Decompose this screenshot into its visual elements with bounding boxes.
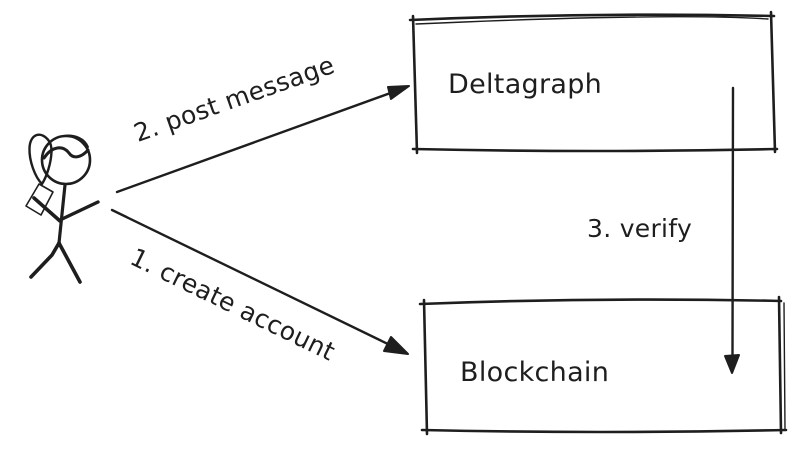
right-leg-line bbox=[57, 241, 82, 284]
arrow-create-account-head bbox=[383, 336, 409, 355]
left-leg-line bbox=[29, 241, 61, 279]
blockchain-box-bottom bbox=[420, 428, 788, 434]
right-arm-line bbox=[58, 200, 100, 222]
arrow-post-message-line bbox=[115, 89, 398, 194]
blockchain-box-top bbox=[418, 298, 783, 306]
arrow-post-message: 2. post message bbox=[115, 50, 410, 194]
deltagraph-node: Deltagraph bbox=[408, 10, 779, 155]
deltagraph-box-right bbox=[769, 10, 777, 154]
arrow-create-account: 1. create account bbox=[110, 208, 409, 366]
ponytail-shape bbox=[28, 133, 53, 186]
blockchain-label: Blockchain bbox=[460, 357, 609, 388]
hair-squiggle bbox=[42, 146, 90, 160]
user-actor-figure bbox=[25, 133, 100, 284]
body-line bbox=[57, 183, 67, 245]
left-arm-line bbox=[32, 196, 62, 223]
deltagraph-box-bottom bbox=[411, 147, 779, 153]
arrow-create-account-line bbox=[110, 208, 394, 348]
arrow-verify-head bbox=[724, 354, 740, 374]
phone-shape bbox=[25, 183, 54, 216]
arrow-verify: 3. verify bbox=[587, 86, 740, 374]
head-sketch-stroke bbox=[44, 134, 89, 150]
blockchain-box-left bbox=[422, 298, 429, 436]
blockchain-box-right bbox=[777, 295, 783, 435]
arrow-verify-label: 3. verify bbox=[587, 214, 692, 243]
arrow-post-message-label: 2. post message bbox=[130, 50, 338, 148]
blockchain-node: Blockchain bbox=[418, 295, 788, 436]
deltagraph-box-top bbox=[408, 13, 776, 22]
deltagraph-label: Deltagraph bbox=[448, 69, 602, 100]
blockchain-box-right-sketch bbox=[783, 302, 786, 430]
deltagraph-box-left bbox=[411, 14, 419, 155]
arrow-verify-line bbox=[731, 86, 735, 357]
deltagraph-box-top-sketch bbox=[415, 16, 769, 25]
arrow-post-message-head bbox=[387, 85, 410, 100]
